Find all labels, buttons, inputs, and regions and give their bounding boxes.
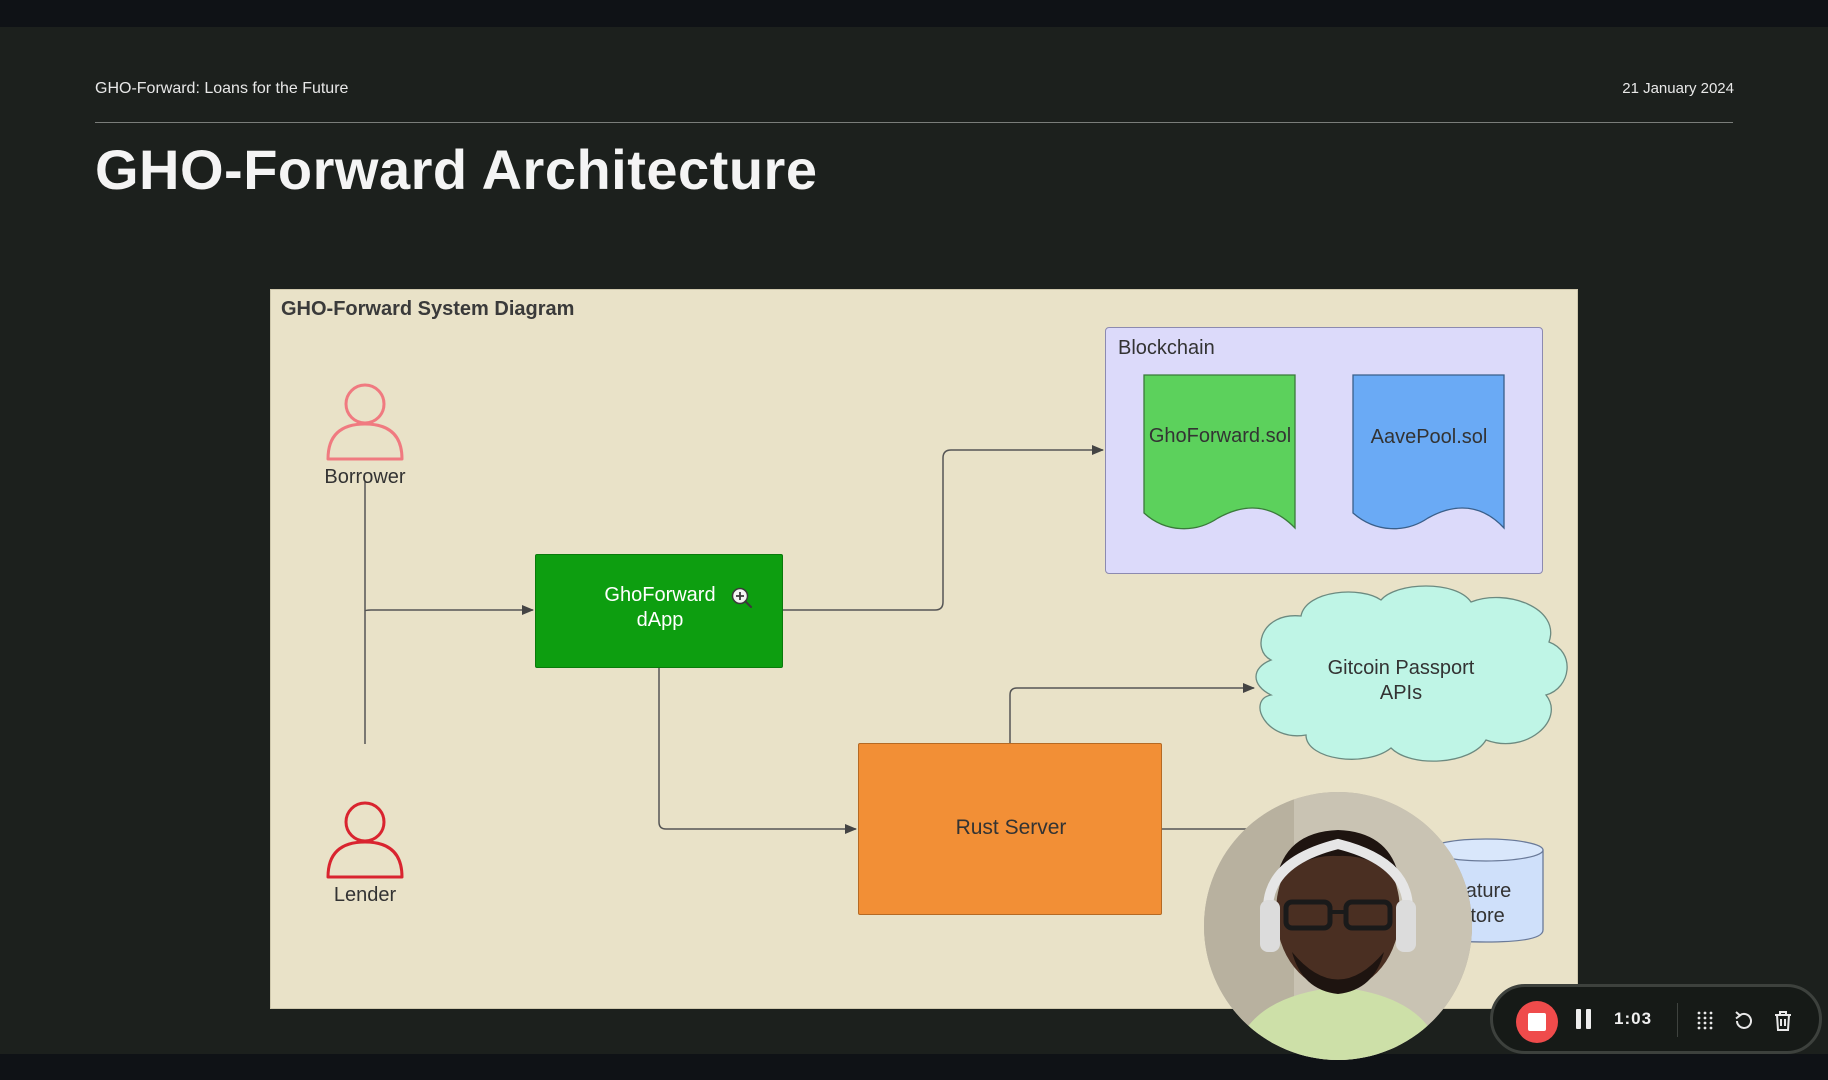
bottom-bar: [0, 1054, 1828, 1080]
connector-dapp-to-blockchain: [783, 445, 1104, 611]
pause-button[interactable]: [1576, 1009, 1592, 1031]
borrower-icon: [326, 383, 404, 461]
slide-header-date: 21 January 2024: [1622, 80, 1734, 97]
contract-shapes: [1143, 374, 1505, 530]
dapp-label: GhoForward dApp: [536, 583, 784, 633]
lender-label: Lender: [333, 884, 397, 906]
blockchain-container: Blockchain GhoForward.sol AavePool.sol: [1105, 327, 1543, 574]
aavepool-sol-shape: [1352, 374, 1505, 530]
restart-icon[interactable]: [1732, 1009, 1756, 1033]
top-bar: [0, 0, 1828, 27]
stop-recording-button[interactable]: [1516, 1001, 1558, 1043]
system-diagram: GHO-Forward System Diagram: [270, 289, 1578, 1009]
rust-server-label: Rust Server: [955, 816, 1067, 839]
webcam-bubble[interactable]: [1204, 792, 1472, 1060]
slide-title: GHO-Forward Architecture: [95, 138, 818, 201]
connector-users-to-dapp: [364, 605, 534, 615]
dapp-label-line2: dApp: [636, 609, 684, 631]
contract-ghoforward-sol: GhoForward.sol: [1148, 425, 1292, 447]
borrower-label: Borrower: [324, 466, 406, 488]
ghoforward-sol-shape: [1143, 374, 1296, 530]
stop-icon: [1528, 1013, 1546, 1031]
lender-icon: [326, 801, 404, 879]
pause-icon: [1576, 1009, 1581, 1029]
recording-timer: 1:03: [1614, 1009, 1653, 1028]
dapp-label-line1: GhoForward: [604, 584, 716, 606]
rust-server-node: Rust Server: [858, 743, 1162, 915]
contract-aavepool-sol: AavePool.sol: [1370, 426, 1488, 448]
trash-icon[interactable]: [1771, 1009, 1795, 1033]
diagram-title: GHO-Forward System Diagram: [281, 298, 575, 320]
slide-header-left: GHO-Forward: Loans for the Future: [95, 80, 349, 97]
grid-icon[interactable]: [1693, 1009, 1717, 1033]
gitcoin-label-line1: Gitcoin Passport: [1327, 657, 1475, 679]
controls-divider: [1677, 1003, 1678, 1037]
zoom-in-icon[interactable]: [731, 587, 753, 609]
gitcoin-label-line2: APIs: [1379, 682, 1423, 704]
header-divider: [95, 122, 1733, 123]
gitcoin-cloud-shape: [1255, 585, 1568, 762]
presenter-video: [1204, 792, 1472, 1060]
dapp-node: GhoForward dApp: [535, 554, 783, 668]
blockchain-label: Blockchain: [1118, 337, 1215, 359]
recording-controls: 1:03: [1490, 984, 1822, 1054]
slide: GHO-Forward: Loans for the Future 21 Jan…: [0, 27, 1828, 1054]
connector-dapp-to-rust: [658, 668, 857, 834]
gitcoin-label: Gitcoin Passport APIs: [1301, 656, 1501, 706]
connector-rust-to-gitcoin: [1009, 683, 1255, 743]
